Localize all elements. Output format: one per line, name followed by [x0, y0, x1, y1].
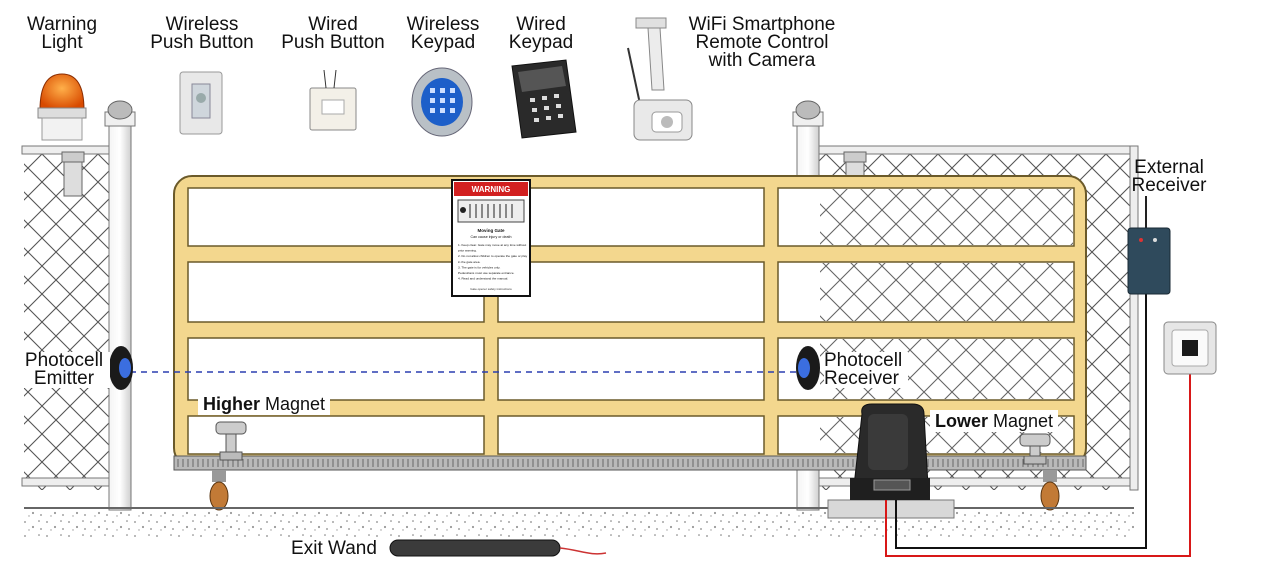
gate-wheel-right: [1041, 470, 1059, 510]
photocell-receiver-device: [796, 346, 820, 390]
lower-magnet-label: Lower Magnet: [930, 410, 1058, 432]
wifi-remote-label: WiFi Smartphone Remote Control with Came…: [676, 16, 848, 70]
photocell-receiver-label: Photocell Receiver: [824, 352, 908, 388]
wired-keypad-icon: [512, 60, 576, 138]
left-post: [105, 101, 135, 510]
warning-sign-line: 1. Keep clear. Gate may move at any time…: [458, 243, 526, 247]
left-fence: [22, 146, 112, 490]
warning-sign-line: 2. Do not allow children to operate the …: [458, 254, 528, 258]
wired-push-button-label: Wired Push Button: [272, 16, 394, 52]
warning-sign: WARNING Moving Gate Can cause injury or …: [452, 180, 530, 296]
power-outlet: [1164, 322, 1216, 374]
exit-wand-device: [390, 540, 606, 556]
photocell-emitter-label: Photocell Emitter: [18, 352, 110, 388]
ground: [24, 500, 1134, 538]
warning-sign-header: WARNING: [472, 185, 511, 194]
left-bracket-light: [62, 152, 84, 196]
warning-sign-line: Pedestrians must use separate entrance.: [458, 271, 515, 275]
higher-magnet-label: Higher Magnet: [198, 393, 330, 415]
wireless-keypad-icon: [412, 68, 472, 136]
photocell-emitter-device: [109, 346, 133, 390]
gear-rack: [174, 456, 1086, 470]
wired-keypad-label: Wired Keypad: [500, 16, 582, 52]
wireless-push-button-icon: [180, 72, 222, 134]
external-receiver-label: External Receiver: [1122, 159, 1216, 195]
gate-motor: [850, 404, 930, 500]
gate-wheel-left: [210, 470, 228, 510]
external-receiver-box: [1128, 228, 1170, 294]
warning-sign-title: Moving Gate: [477, 228, 504, 233]
wired-push-button-icon: [310, 70, 356, 130]
wireless-keypad-label: Wireless Keypad: [396, 16, 490, 52]
warning-sign-line: prior warning.: [458, 249, 477, 253]
wireless-push-button-label: Wireless Push Button: [142, 16, 262, 52]
warning-sign-subtitle: Can cause injury or death: [471, 235, 512, 239]
exit-wand-label: Exit Wand: [284, 540, 384, 558]
warning-sign-line: 4. Read and understand the manual.: [458, 277, 508, 281]
warning-sign-line: 3. The gate is for vehicles only.: [458, 265, 501, 269]
warning-sign-footer: Gate opener safety instructions: [470, 287, 512, 291]
warning-light-label: Warning Light: [18, 16, 106, 52]
warning-light-icon: [38, 74, 86, 140]
warning-sign-line: in the gate area.: [458, 260, 481, 264]
